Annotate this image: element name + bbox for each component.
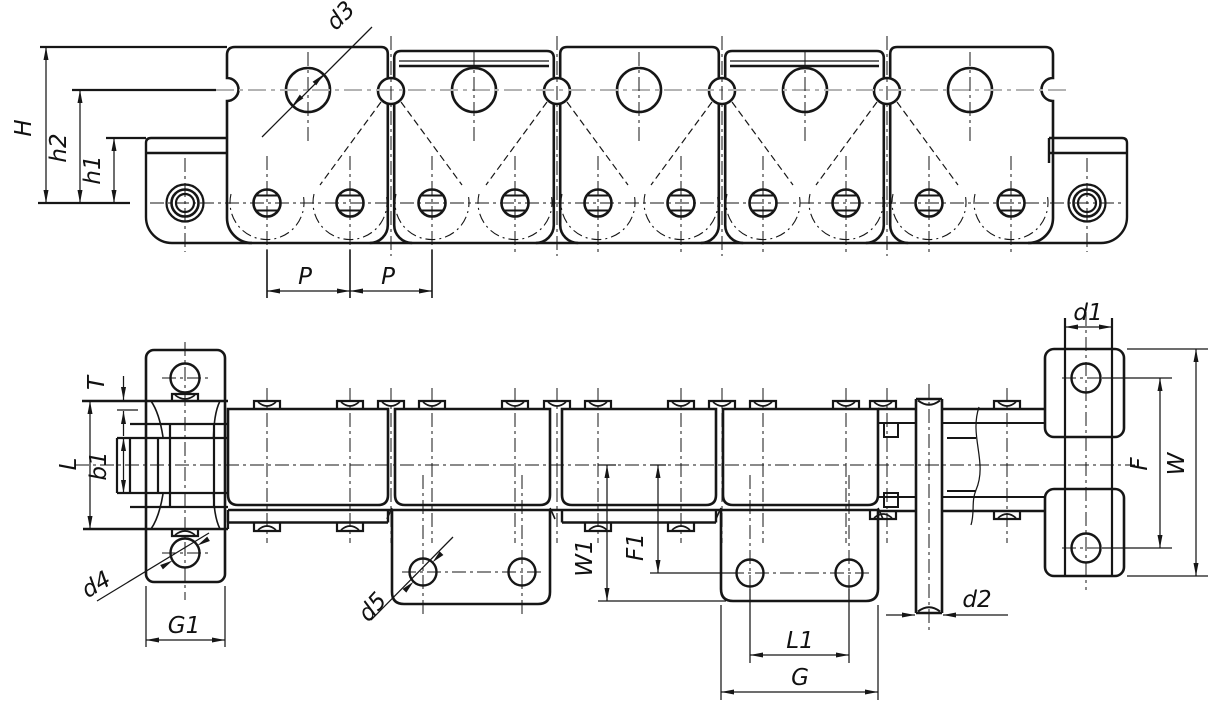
dim-label-d5: d5 [353,588,392,627]
dim-label-W: W [1164,451,1190,475]
dimension-G: G [720,605,879,700]
dimension-H: H [11,45,227,205]
dim-label-d2: d2 [962,587,991,613]
lower-plate-bars [226,510,718,524]
dimension-d1: d1 [1065,300,1112,330]
dim-label-F1: F1 [623,533,649,561]
attachment-plate-3 [558,45,721,245]
dimension-b1: b1 [86,438,126,493]
dimension-d2: d2 [886,587,1008,618]
dim-label-h1: h1 [80,155,106,184]
dimension-F: F [1102,377,1172,549]
plan-horizontal-centerlines [162,377,1115,574]
dim-label-d1: d1 [1073,300,1102,326]
dimension-d5: d5 [353,536,454,627]
left-end-link-plate [144,136,227,245]
pin-heads-top [170,392,1022,409]
extended-pin-body [916,399,942,613]
dim-label-F: F [1127,457,1153,471]
bend-edges [1063,318,1114,576]
extended-pin-d2 [914,397,944,615]
dim-label-G1: G1 [168,613,200,639]
dimension-L: L [56,401,93,529]
attachment-flange-4 [715,507,884,603]
dim-label-b1: b1 [86,451,112,480]
dim-label-h2: h2 [46,133,72,162]
dim-label-G: G [791,665,809,691]
break-line [970,406,981,526]
dim-label-W1: W1 [572,539,598,576]
dim-label-L1: L1 [786,628,813,654]
dim-label-P-2: P [381,264,395,290]
dimension-W1: W1 [572,464,726,602]
dim-label-d3: d3 [322,0,361,36]
attachment-plate-1 [225,45,390,245]
dim-label-P-1: P [298,264,312,290]
dimension-L1: L1 [749,589,850,663]
dim-label-H: H [11,119,37,136]
side-view: H h2 h1 d3 P P [11,0,1129,298]
dimension-h2: h2 [46,88,216,203]
plan-view: T L b1 G1 d4 d5 W1 [56,300,1208,700]
right-end-link-plate [1047,136,1129,245]
attachment-plate-5 [888,45,1055,245]
dimension-d3: d3 [261,0,373,138]
dimension-W: W [1127,348,1208,577]
dimension-P: P P [266,250,433,298]
base-plates [226,407,880,507]
dimension-d4: d4 [77,532,210,604]
dimension-h1: h1 [80,136,146,203]
dimension-T: T [84,374,138,436]
plan-vertical-centerlines [184,312,1087,630]
vertical-centerlines [184,36,1088,256]
attachment-flange-2 [386,507,556,606]
dim-label-L: L [56,458,82,471]
dimension-F1: F1 [623,464,737,574]
dim-label-T: T [84,374,110,390]
dimension-G1: G1 [145,586,226,647]
dim-label-d4: d4 [77,566,115,603]
joint-region [878,397,1046,615]
right-end-attachment [1043,318,1126,578]
